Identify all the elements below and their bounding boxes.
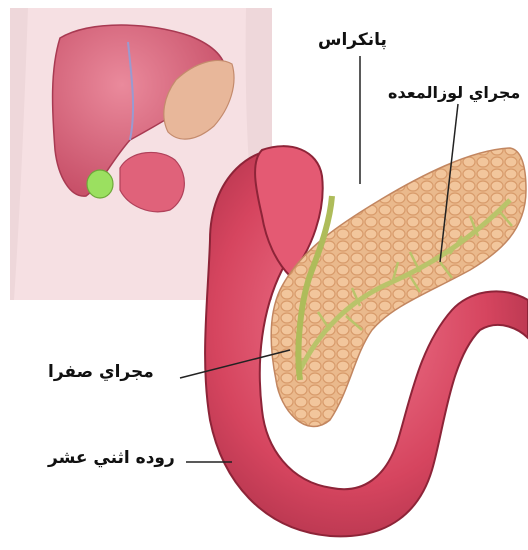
label-duodenum: روده اثني عشر [48,448,175,468]
label-pancreatic-duct: مجراي لوزالمعده [388,83,520,102]
label-pancreas: پانکراس [318,30,387,50]
label-bile-duct: مجراي صفرا [48,362,154,382]
gallbladder [87,170,113,198]
